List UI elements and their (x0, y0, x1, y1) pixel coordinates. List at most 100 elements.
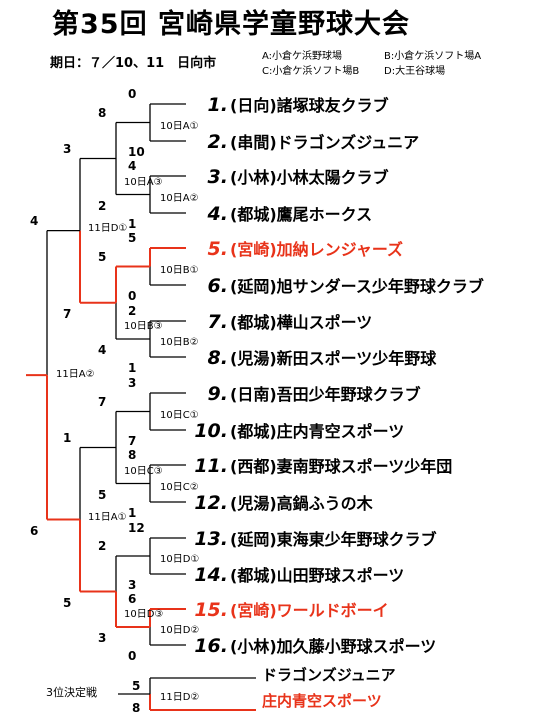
team-name: (日南)吾田少年野球クラブ (230, 385, 421, 404)
game-label: 10日C③ (124, 465, 163, 477)
game-score: 5 (98, 249, 107, 264)
third-place-top-team: ドラゴンズジュニア (262, 666, 396, 684)
game-label: 10日C① (160, 409, 199, 421)
game-label: 10日B② (160, 337, 199, 348)
game-label: 11日D① (88, 222, 128, 234)
game-score: 5 (128, 231, 137, 245)
team-number: 3. (207, 166, 228, 188)
team-number: 12. (194, 492, 228, 514)
game-label: 10日B③ (124, 321, 163, 332)
venue-d: D:大王谷球場 (384, 66, 446, 77)
team-number: 6. (207, 275, 228, 297)
team-entry: 7.(都城)樺山スポーツ (188, 309, 373, 333)
team-entry: 10.(都城)庄内青空スポーツ (188, 418, 404, 442)
team-entry: 14.(都城)山田野球スポーツ (188, 562, 404, 586)
game-score: 1 (63, 430, 72, 445)
team-name: (都城)山田野球スポーツ (230, 566, 405, 585)
team-number: 15. (194, 599, 228, 621)
third-place-game-label: 11日D② (160, 692, 200, 703)
venue-a: A:小倉ケ浜野球場 (262, 51, 343, 62)
game-score: 7 (63, 306, 72, 321)
game-score: 1 (128, 506, 137, 520)
team-name: (日向)諸塚球友クラブ (230, 96, 389, 115)
game-label: 10日A② (160, 192, 199, 204)
team-number: 10. (194, 420, 228, 442)
game-label: 10日D② (160, 625, 200, 636)
game-label: 10日C② (160, 481, 199, 493)
team-number: 9. (207, 383, 228, 405)
third-place-bottom-score: 8 (132, 701, 141, 715)
team-number: 2. (207, 131, 228, 153)
game-score: 4 (30, 213, 39, 228)
third-place-label: 3位決定戦 (46, 686, 97, 699)
team-name: (児湯)高鍋ふうの木 (230, 494, 373, 513)
team-name: (串間)ドラゴンズジュニア (230, 133, 420, 152)
third-place-bottom-team: 庄内青空スポーツ (262, 692, 382, 710)
team-name: (宮崎)加納レンジャーズ (230, 240, 404, 259)
team-number: 5. (207, 238, 228, 260)
game-score: 7 (128, 434, 137, 448)
game-score: 2 (98, 198, 107, 213)
team-entry: 5.(宮崎)加納レンジャーズ (188, 236, 403, 260)
game-score: 7 (98, 394, 107, 409)
game-score: 1 (128, 361, 137, 375)
team-name: (宮崎)ワールドボーイ (230, 601, 389, 620)
team-number: 4. (207, 203, 228, 225)
team-number: 13. (194, 528, 228, 550)
team-name: (延岡)旭サンダース少年野球クラブ (230, 277, 484, 296)
game-score: 0 (128, 289, 137, 303)
team-entry: 12.(児湯)高鍋ふうの木 (188, 490, 373, 514)
team-number: 14. (194, 564, 228, 586)
game-score: 8 (128, 448, 137, 462)
game-score: 8 (98, 105, 107, 120)
team-name: (小林)小林太陽クラブ (230, 168, 389, 187)
game-score: 4 (98, 343, 107, 357)
team-entry: 1.(日向)諸塚球友クラブ (188, 92, 389, 116)
team-entry: 9.(日南)吾田少年野球クラブ (188, 381, 421, 405)
game-label: 10日A① (160, 120, 199, 132)
game-label: 10日D③ (124, 609, 164, 620)
event-dates: 期日：７／10、11 日向市 (50, 56, 217, 71)
team-entry: 6.(延岡)旭サンダース少年野球クラブ (188, 273, 484, 297)
team-name: (都城)庄内青空スポーツ (230, 422, 405, 441)
game-score: 2 (128, 304, 137, 318)
team-number: 1. (207, 94, 228, 116)
third-place-top-score: 5 (132, 679, 141, 693)
team-entry: 11.(西都)妻南野球スポーツ少年団 (188, 453, 452, 477)
team-name: (都城)樺山スポーツ (230, 313, 373, 332)
game-score: 0 (128, 649, 137, 663)
team-entry: 15.(宮崎)ワールドボーイ (188, 597, 389, 621)
team-name: (都城)鷹尾ホークス (230, 205, 373, 224)
team-entry: 3.(小林)小林太陽クラブ (188, 164, 389, 188)
venue-b: B:小倉ケ浜ソフト場A (384, 51, 482, 62)
team-entry: 2.(串間)ドラゴンズジュニア (188, 129, 420, 153)
game-score: 5 (63, 595, 72, 610)
game-label: 11日A② (56, 369, 95, 381)
team-name: (児湯)新田スポーツ少年野球 (230, 349, 437, 368)
game-score: 3 (128, 376, 137, 390)
game-score: 5 (98, 487, 107, 502)
game-score: 12 (128, 521, 145, 535)
game-score: 3 (128, 578, 137, 592)
team-number: 11. (194, 455, 228, 477)
game-score: 3 (63, 141, 72, 156)
game-score: 0 (128, 87, 137, 101)
game-score: 1 (128, 217, 137, 231)
game-label: 10日B① (160, 264, 199, 276)
game-score: 6 (128, 592, 137, 606)
game-score: 2 (98, 539, 107, 553)
team-number: 8. (207, 347, 228, 369)
team-entry: 8.(児湯)新田スポーツ少年野球 (188, 345, 437, 369)
game-label: 10日A③ (124, 176, 163, 188)
team-entry: 4.(都城)鷹尾ホークス (188, 201, 373, 225)
game-score: 10 (128, 145, 145, 159)
game-label: 10日D① (160, 554, 200, 565)
game-score: 6 (30, 523, 39, 538)
team-number: 7. (207, 311, 228, 333)
team-name: (小林)加久藤小野球スポーツ (230, 637, 437, 656)
team-name: (延岡)東海東少年野球クラブ (230, 530, 437, 549)
game-label: 11日A① (88, 511, 127, 523)
game-score: 3 (98, 631, 107, 645)
team-entry: 16.(小林)加久藤小野球スポーツ (188, 633, 436, 657)
